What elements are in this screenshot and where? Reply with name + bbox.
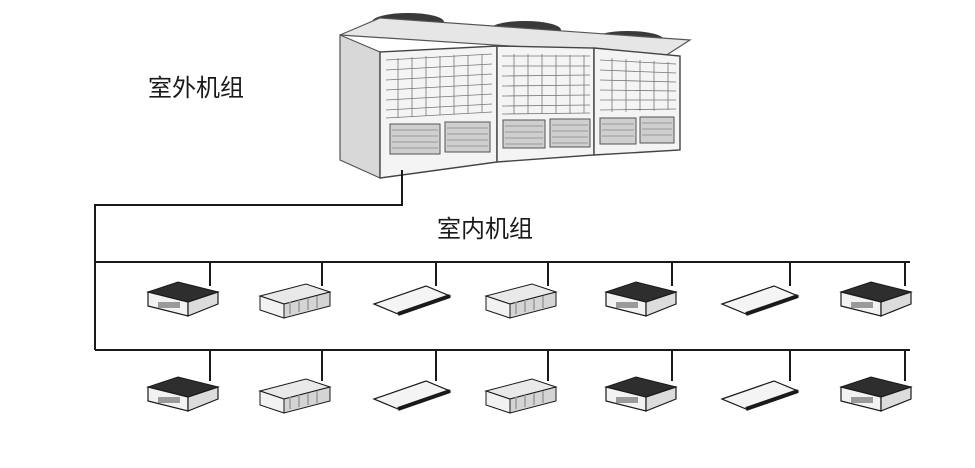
indoor-unit-cassette [146,350,220,412]
indoor-unit-wall [372,262,452,316]
indoor-unit-duct [258,262,332,319]
indoor-unit-cassette [604,262,678,317]
indoor-unit-cassette [839,262,913,317]
indoor-unit-cassette [839,350,913,412]
outdoor-unit-illustration [339,13,692,179]
indoor-unit-duct [484,350,558,414]
indoor-unit-duct [258,350,332,414]
refrigerant-piping [94,170,910,351]
indoor-units [146,262,913,414]
indoor-unit-wall [720,262,800,316]
indoor-unit-wall [372,350,452,411]
outdoor-unit-label: 室外机组 [148,74,244,102]
indoor-unit-duct [484,262,558,319]
indoor-unit-wall [720,350,800,411]
indoor-unit-cassette [604,350,678,412]
indoor-unit-label: 室内机组 [437,215,533,243]
indoor-unit-cassette [146,262,220,317]
